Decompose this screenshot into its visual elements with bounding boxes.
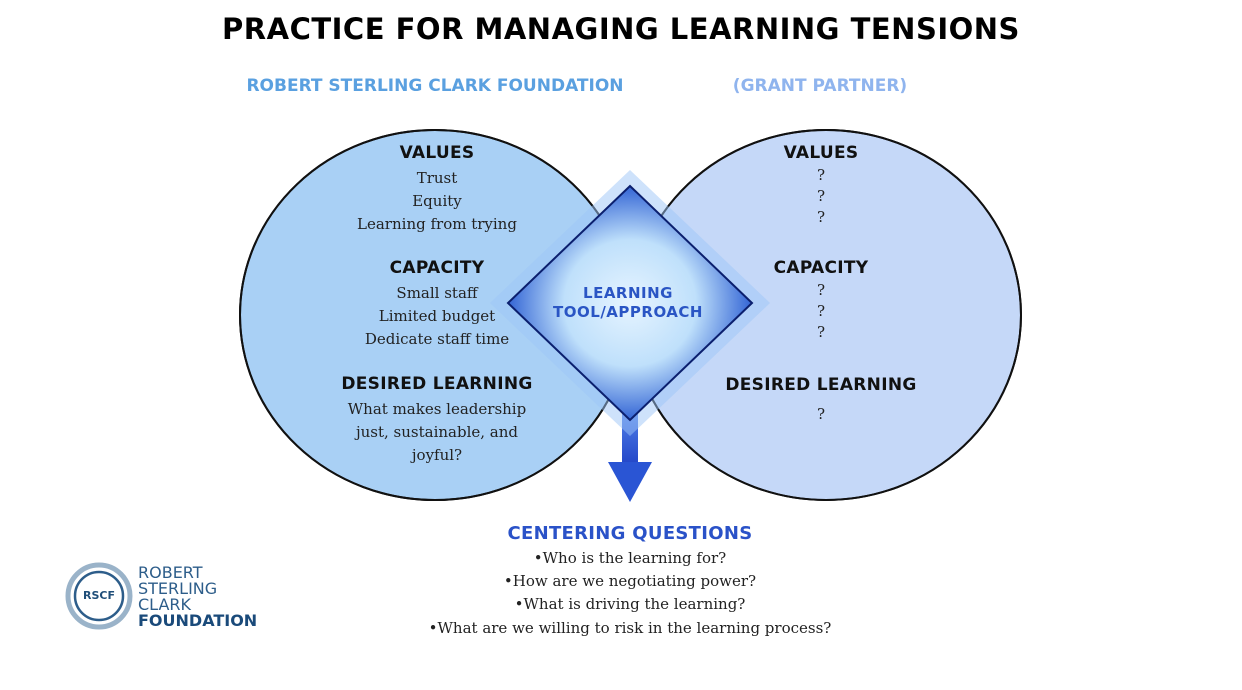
right-value-item: ?	[816, 187, 826, 205]
centering-question-item: •Who is the learning for?	[533, 549, 727, 567]
left-values-heading: VALUES	[399, 143, 475, 163]
right-values-section: VALUES ? ? ?	[706, 143, 936, 228]
rscf-monogram: RSCF	[83, 589, 115, 602]
centering-question-item: •What are we willing to risk in the lear…	[428, 619, 832, 637]
right-capacity-item: ?	[816, 302, 826, 320]
logo-line: ROBERT	[138, 563, 203, 582]
left-desired-item: joyful?	[411, 446, 463, 464]
learning-tool-label: LEARNING TOOL/APPROACH	[530, 284, 726, 322]
right-capacity-heading: CAPACITY	[773, 258, 869, 278]
right-org-label: (GRANT PARTNER)	[732, 76, 908, 96]
left-value-item: Trust	[416, 169, 458, 187]
left-capacity-item: Small staff	[396, 284, 478, 302]
rscf-logo-mark	[65, 562, 133, 630]
right-capacity-section: CAPACITY ? ? ?	[706, 258, 936, 343]
logo-line: CLARK	[138, 595, 192, 614]
right-desired-section: DESIRED LEARNING ?	[696, 375, 946, 426]
right-values-heading: VALUES	[783, 143, 859, 163]
left-org-label: ROBERT STERLING CLARK FOUNDATION	[246, 76, 624, 96]
page-title: PRACTICE FOR MANAGING LEARNING TENSIONS	[222, 12, 1020, 46]
right-desired-item: ?	[816, 405, 826, 423]
right-value-item: ?	[816, 208, 826, 226]
centering-questions-heading: CENTERING QUESTIONS	[507, 523, 753, 544]
logo-wordmark: ROBERT STERLING CLARK FOUNDATION	[138, 565, 257, 629]
left-desired-item: just, sustainable, and	[355, 423, 519, 441]
left-desired-section: DESIRED LEARNING What makes leadership j…	[312, 374, 562, 467]
left-values-section: VALUES Trust Equity Learning from trying	[322, 143, 552, 236]
left-value-item: Learning from trying	[357, 215, 517, 233]
right-capacity-item: ?	[816, 323, 826, 341]
learning-tool-diamond	[506, 184, 754, 422]
left-value-item: Equity	[412, 192, 462, 210]
centering-question-item: •What is driving the learning?	[514, 595, 746, 613]
logo-line: STERLING	[138, 579, 218, 598]
left-capacity-item: Dedicate staff time	[364, 330, 510, 348]
left-desired-item: What makes leadership	[347, 400, 527, 418]
right-capacity-item: ?	[816, 281, 826, 299]
logo-line: FOUNDATION	[138, 611, 258, 630]
centering-question-item: •How are we negotiating power?	[503, 572, 757, 590]
right-desired-heading: DESIRED LEARNING	[725, 375, 917, 395]
right-value-item: ?	[816, 166, 826, 184]
learning-tool-line1: LEARNING	[583, 284, 673, 302]
left-capacity-heading: CAPACITY	[389, 258, 485, 278]
left-capacity-section: CAPACITY Small staff Limited budget Dedi…	[322, 258, 552, 351]
left-desired-heading: DESIRED LEARNING	[341, 374, 533, 394]
learning-tool-line2: TOOL/APPROACH	[553, 303, 703, 321]
left-capacity-item: Limited budget	[378, 307, 496, 325]
